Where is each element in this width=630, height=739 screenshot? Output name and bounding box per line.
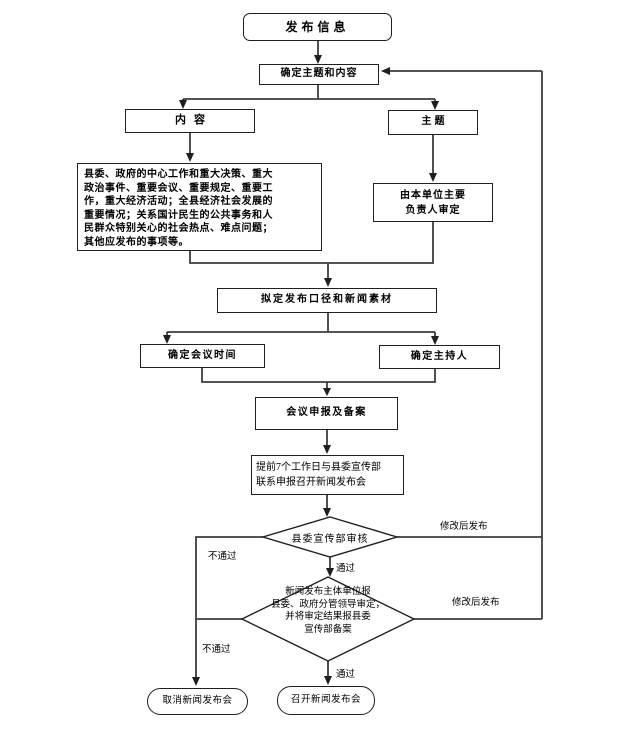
edge-split-2: [166, 313, 436, 336]
edge-label-text: 不通过: [208, 552, 237, 562]
node-draft-caliber: 拟定发布口径和新闻素材: [217, 288, 437, 313]
arrowhead: [323, 388, 331, 396]
edge-topic-split: [182, 85, 436, 101]
node-determine-topic-content: 确定主题和内容: [259, 64, 379, 85]
arrowhead: [381, 67, 390, 75]
edge-label-text: 通过: [336, 670, 356, 680]
node-cancel-conference: 取消新闻发布会: [147, 688, 248, 715]
node-topic: 主题: [388, 110, 478, 135]
arrowhead: [192, 677, 200, 686]
edge-label-approve-fail: 不通过: [202, 641, 231, 655]
node-unit-leader-approve: 由本单位主要 负责人审定: [373, 183, 493, 222]
node-determine-host: 确定主持人: [379, 345, 500, 369]
node-propaganda-review: 县委宣传部审核: [258, 530, 402, 545]
node-content-detail: 县委、政府的中心工作和重大决策、重大 政治事件、重要会议、重要规定、重要工 作，…: [77, 163, 322, 251]
decision-diamond-review: [260, 516, 400, 558]
node-text-line: 由本单位主要: [400, 189, 466, 201]
node-text-line: 宣传部备案: [304, 624, 352, 635]
node-label: 确定会议时间: [168, 349, 237, 361]
arrowhead: [186, 153, 194, 162]
edge-review-fail: [195, 536, 263, 677]
arrowhead: [314, 55, 322, 64]
node-text-line: 负责人审定: [405, 204, 461, 216]
node-label: 主题: [421, 116, 448, 128]
arrowhead: [431, 336, 439, 345]
node-text-line: 其他应发布的事项等。: [84, 236, 189, 248]
node-text-line: 县委、政府分管领导审定，: [270, 599, 385, 610]
node-label: 召开新闻发布会: [290, 694, 361, 705]
node-text-line: 新闻发布主体单位报: [285, 587, 371, 597]
arrowhead: [163, 335, 171, 344]
node-label: 拟定发布口径和新闻素材: [261, 294, 393, 306]
arrowhead: [429, 173, 437, 182]
edge-label-text: 通过: [336, 564, 356, 574]
node-text-line: 联系申报召开新闻发布会: [256, 477, 366, 488]
node-leader-review: 新闻发布主体单位报 县委、政府分管领导审定， 并将审定结果报县委 宣传部备案: [238, 586, 418, 636]
node-label: 确定主题和内容: [280, 68, 358, 80]
node-hold-conference: 召开新闻发布会: [277, 686, 375, 715]
node-meeting-filing: 会议申报及备案: [255, 397, 398, 430]
node-content: 内容: [125, 109, 255, 133]
edge-label-text: 不通过: [202, 645, 231, 655]
edge-label-review-modify: 修改后发布: [440, 518, 488, 532]
node-text-line: 政治事件、重要会议、重要规定、重要工: [84, 182, 273, 194]
decision-diamond-approve: [240, 576, 416, 662]
node-label: 内容: [175, 114, 213, 127]
edge-label-approve-modify: 修改后发布: [452, 594, 500, 608]
node-text-line: 并将审定结果报县委: [285, 612, 371, 622]
arrowhead: [323, 508, 331, 517]
node-publish-info: 发布信息: [243, 13, 392, 41]
node-advance-apply: 提前7个工作日与县委宣传部 联系申报召开新闻发布会: [251, 455, 404, 495]
edge-label-review-fail: 不通过: [208, 548, 237, 562]
edge-feedback-line: [389, 70, 543, 619]
arrowhead: [179, 100, 187, 109]
edge-label-text: 修改后发布: [452, 598, 500, 608]
node-label: 取消新闻发布会: [162, 695, 233, 706]
arrowhead: [324, 278, 332, 287]
node-text-line: 重要情况；关系国计民生的公共事务和人: [84, 209, 273, 221]
node-label: 确定主持人: [410, 350, 469, 362]
edge-merge-2: [201, 368, 436, 388]
node-label: 会议申报及备案: [286, 407, 367, 419]
edge-label-text: 修改后发布: [440, 522, 488, 532]
arrowhead: [431, 101, 439, 110]
node-label: 发布信息: [285, 19, 350, 34]
edge-label-review-pass: 通过: [336, 560, 355, 574]
node-text-line: 提前7个工作日与县委宣传部: [256, 462, 381, 473]
node-text-line: 民群众特别关心的社会热点、难点问题；: [84, 223, 273, 234]
node-text-line: 县委、政府的中心工作和重大决策、重大: [84, 169, 273, 180]
node-determine-time: 确定会议时间: [140, 344, 265, 368]
edge-label-approve-pass: 通过: [336, 666, 355, 680]
arrowhead: [324, 676, 332, 685]
arrowhead: [323, 445, 331, 454]
node-label: 县委宣传部审核: [291, 534, 369, 545]
edge-merge-1: [189, 221, 434, 278]
node-text-line: 作，重大经济活动；全县经济社会发展的: [84, 196, 273, 207]
arrowhead: [326, 568, 334, 577]
